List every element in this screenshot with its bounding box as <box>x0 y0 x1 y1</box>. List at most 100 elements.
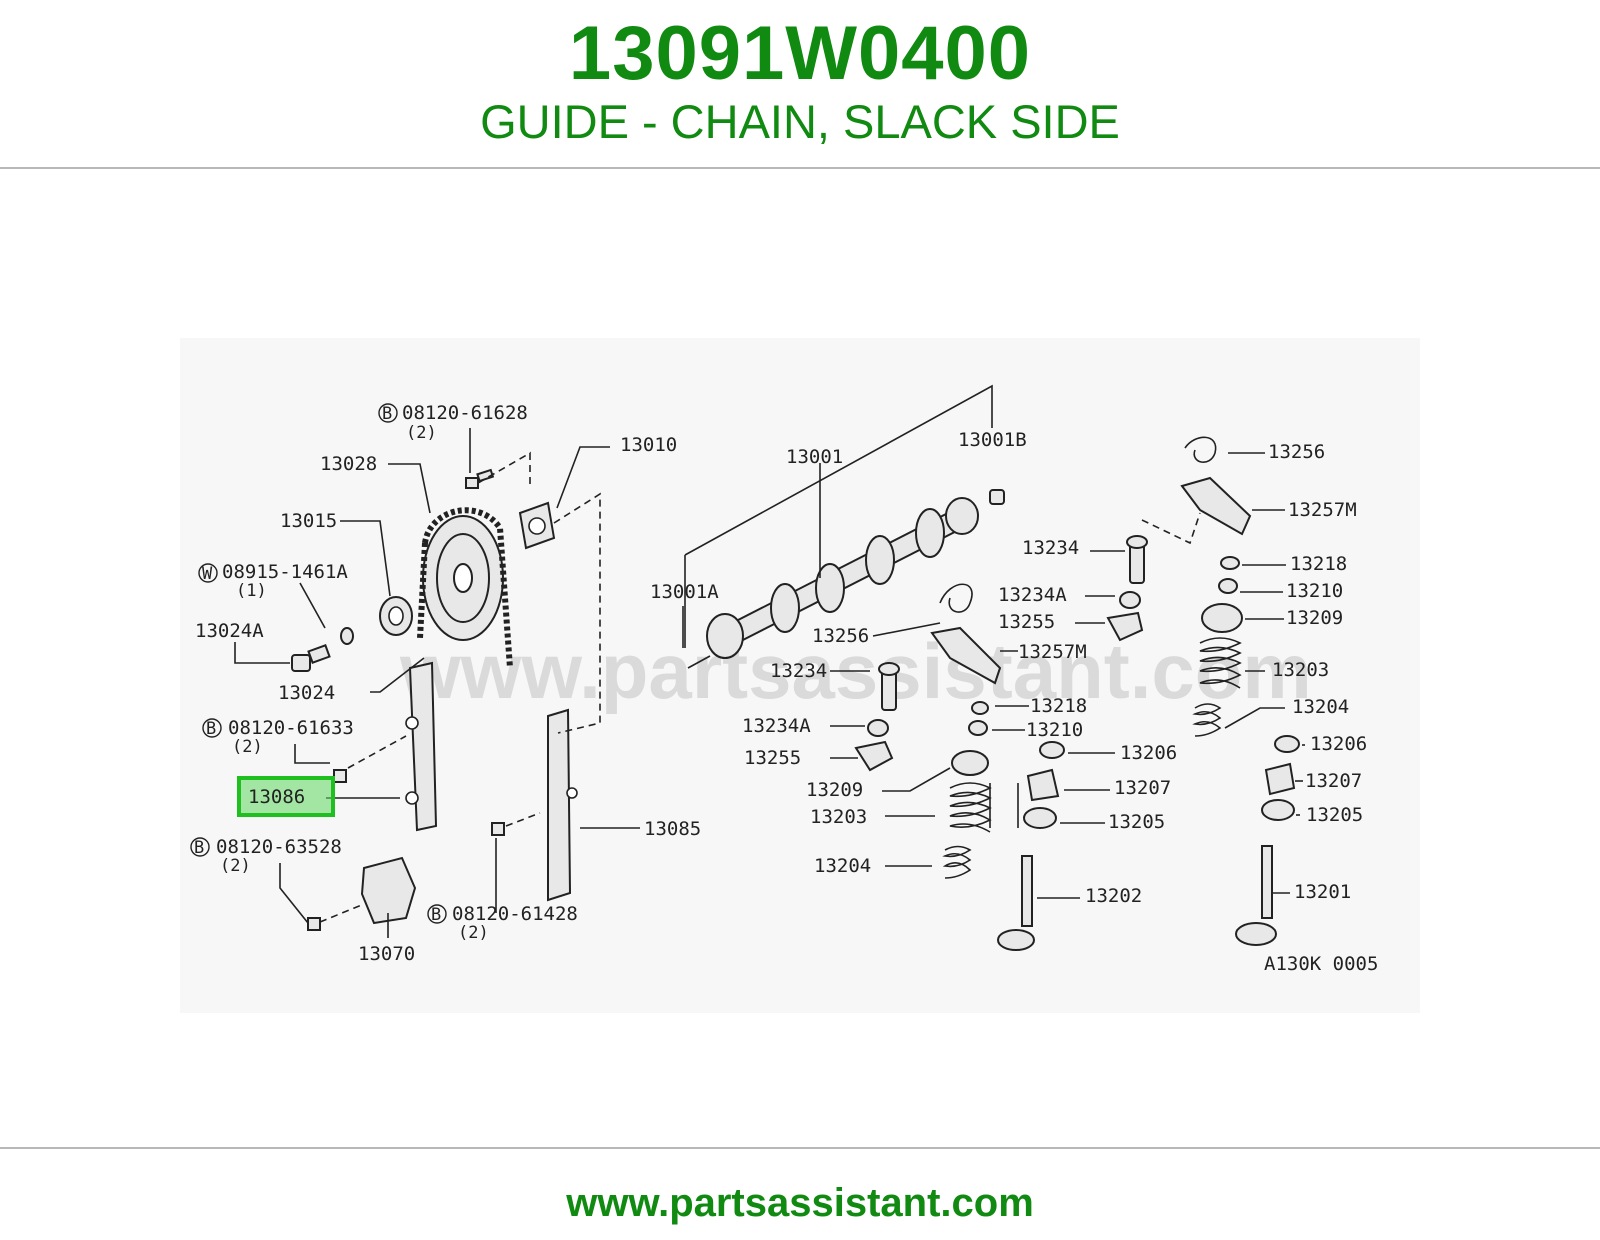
callout-13203-left[interactable]: 13203 <box>810 806 867 828</box>
pivot-seal-right <box>1106 611 1144 642</box>
callout-13255-right[interactable]: 13255 <box>998 611 1055 633</box>
callout-13205-left[interactable]: 13205 <box>1108 811 1165 833</box>
callout-13234-left[interactable]: 13234 <box>770 660 827 682</box>
callout-qty-08120-61633: (2) <box>232 737 263 757</box>
highlighted-part-box <box>237 776 335 817</box>
callout-13257m-right[interactable]: 13257M <box>1288 499 1357 521</box>
callout-13203-right[interactable]: 13203 <box>1272 659 1329 681</box>
callout-13028[interactable]: 13028 <box>320 453 377 475</box>
callout-13201[interactable]: 13201 <box>1294 881 1351 903</box>
callout-13234a-right[interactable]: 13234A <box>998 584 1067 606</box>
callout-13209-right[interactable]: 13209 <box>1286 607 1343 629</box>
sprocket-bolt <box>291 644 331 672</box>
diagram-canvas: www.partsassistant.com <box>190 384 1378 975</box>
bolt-08120-61633 <box>333 769 347 783</box>
callout-13257m-left[interactable]: 13257M <box>1018 641 1087 663</box>
callout-13255-left[interactable]: 13255 <box>744 747 801 769</box>
valve-stem-seal-right <box>1264 762 1296 796</box>
intake-valve <box>1235 845 1277 946</box>
callout-13256-left[interactable]: 13256 <box>812 625 869 647</box>
callout-13001[interactable]: 13001 <box>786 446 843 468</box>
callout-13205-right[interactable]: 13205 <box>1306 804 1363 826</box>
bolt-marker: B <box>431 905 441 925</box>
camshaft <box>706 497 979 659</box>
callout-08120-63528[interactable]: 08120-63528 <box>216 836 342 858</box>
valve-cotter-right <box>1220 556 1240 570</box>
assembly-line-1 <box>477 451 531 488</box>
pivot-right <box>1126 535 1148 584</box>
chain-tensioner <box>360 856 417 925</box>
inner-spring-left <box>942 845 972 879</box>
callout-13207-right[interactable]: 13207 <box>1305 770 1362 792</box>
timing-chain <box>417 507 513 669</box>
callout-13210-left[interactable]: 13210 <box>1026 719 1083 741</box>
callout-13001a[interactable]: 13001A <box>650 581 719 603</box>
callout-08120-61633[interactable]: 08120-61633 <box>228 717 354 739</box>
figure-code: A130K 0005 <box>1264 953 1378 975</box>
rocker-arm-left <box>930 626 1002 685</box>
callout-13202[interactable]: 13202 <box>1085 885 1142 907</box>
outer-spring-right <box>1199 637 1242 689</box>
callout-labels: B 08120-61628 (2) 13028 13010 13001 1300… <box>190 402 1378 975</box>
callout-qty-08120-61428: (2) <box>458 923 489 943</box>
exploded-parts-diagram: www.partsassistant.com <box>180 338 1420 1013</box>
callout-13204-right[interactable]: 13204 <box>1292 696 1349 718</box>
spring-seat-top-right <box>1201 603 1243 633</box>
callout-13001b[interactable]: 13001B <box>958 429 1027 451</box>
chain-guide-tension-side <box>547 708 578 902</box>
callout-13204-left[interactable]: 13204 <box>814 855 871 877</box>
callout-13234a-left[interactable]: 13234A <box>742 715 811 737</box>
callout-13024a[interactable]: 13024A <box>195 620 264 642</box>
callout-08915-1461a[interactable]: 08915-1461A <box>222 561 348 583</box>
callout-13207-left[interactable]: 13207 <box>1114 777 1171 799</box>
camshaft-plug <box>989 489 1005 505</box>
washer-marker: W <box>202 564 213 584</box>
bolt-08120-63528 <box>307 917 321 931</box>
callout-13085[interactable]: 13085 <box>644 818 701 840</box>
washer <box>340 627 354 645</box>
assembly-line-3 <box>347 735 407 769</box>
callout-13234-right[interactable]: 13234 <box>1022 537 1079 559</box>
thrust-plate <box>518 501 556 550</box>
camshaft-bracket <box>684 384 993 648</box>
pivot-nut-left <box>867 719 889 737</box>
callout-qty-08915-1461a: (1) <box>236 581 267 601</box>
chain-guide-slack-side <box>405 661 438 832</box>
callout-08120-61428[interactable]: 08120-61428 <box>452 903 578 925</box>
rocker-spring-right <box>1184 436 1217 463</box>
assembly-line-4 <box>505 812 541 827</box>
spring-seat-top-left <box>951 750 989 776</box>
callout-13206-left[interactable]: 13206 <box>1120 742 1177 764</box>
spring-seat-left <box>1023 807 1057 829</box>
footer-url-link[interactable]: www.partsassistant.com <box>566 1181 1034 1225</box>
camshaft-sprocket <box>422 515 504 641</box>
callout-13024[interactable]: 13024 <box>278 682 335 704</box>
callout-13070[interactable]: 13070 <box>358 943 415 965</box>
callout-13210-right[interactable]: 13210 <box>1286 580 1343 602</box>
part-number-title: 13091W0400 <box>568 11 1032 96</box>
bolt-08120-61428 <box>491 822 505 836</box>
leader-lines <box>234 428 1305 938</box>
part-name-subtitle: GUIDE - CHAIN, SLACK SIDE <box>480 95 1120 148</box>
callout-08120-61628[interactable]: 08120-61628 <box>402 402 528 424</box>
pivot-nut-right <box>1119 591 1141 609</box>
callout-13015[interactable]: 13015 <box>280 510 337 532</box>
callout-13010[interactable]: 13010 <box>620 434 677 456</box>
valve-stem-seal-left <box>1026 768 1060 802</box>
footer-divider <box>0 1147 1600 1149</box>
bolt-marker: B <box>194 838 204 858</box>
sprocket-bushing <box>379 596 413 636</box>
callout-13218-left[interactable]: 13218 <box>1030 695 1087 717</box>
callout-13209-left[interactable]: 13209 <box>806 779 863 801</box>
inner-spring-right <box>1192 703 1222 737</box>
assembly-line-6 <box>1141 512 1201 545</box>
rocker-spring-left <box>939 583 973 613</box>
callout-13086[interactable]: 13086 <box>248 786 305 808</box>
callout-13218-right[interactable]: 13218 <box>1290 553 1347 575</box>
bolt-marker: B <box>382 404 392 424</box>
bolt-marker: B <box>206 719 216 739</box>
valve-retainer-left <box>968 720 988 736</box>
callout-13256-right[interactable]: 13256 <box>1268 441 1325 463</box>
assembly-line-5 <box>319 903 365 923</box>
callout-13206-right[interactable]: 13206 <box>1310 733 1367 755</box>
